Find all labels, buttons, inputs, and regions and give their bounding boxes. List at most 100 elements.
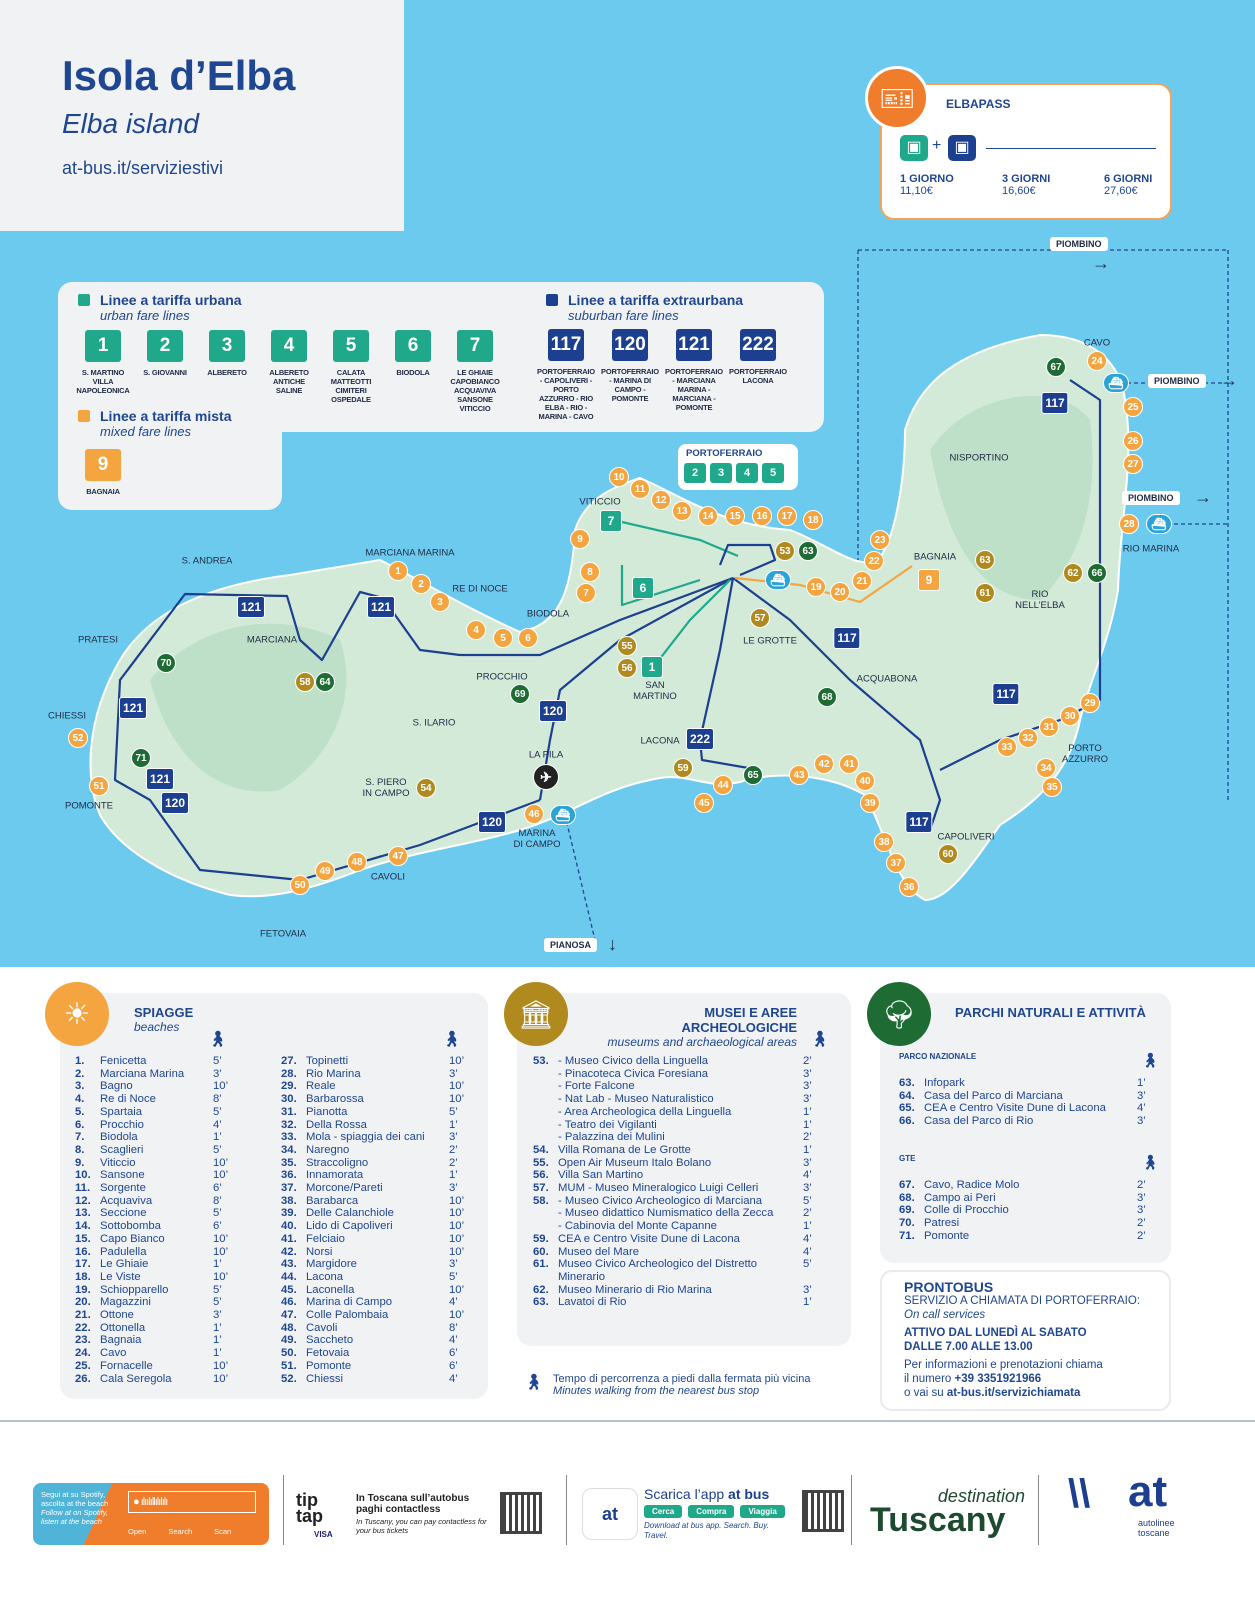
route-badge-121[interactable]: 121	[366, 596, 396, 618]
beach-marker[interactable]: 10	[609, 467, 629, 487]
beach-marker[interactable]: 1	[388, 561, 408, 581]
beach-marker[interactable]: 40	[855, 771, 875, 791]
compra-button[interactable]: Compra	[688, 1505, 735, 1518]
portoferraio-line-2[interactable]: 2	[684, 463, 706, 483]
line-badge-117[interactable]: 117	[548, 329, 584, 361]
beach-marker[interactable]: 21	[852, 571, 872, 591]
viaggia-button[interactable]: Viaggia	[740, 1505, 785, 1518]
beach-marker[interactable]: 25	[1123, 397, 1143, 417]
beach-marker[interactable]: 2	[411, 574, 431, 594]
route-badge-7[interactable]: 7	[600, 510, 622, 532]
beach-marker[interactable]: 52	[68, 728, 88, 748]
route-badge-1[interactable]: 1	[641, 656, 663, 678]
beach-marker[interactable]: 27	[1123, 454, 1143, 474]
line-badge-4[interactable]: 4	[271, 330, 307, 362]
phone-number[interactable]: +39 3351921966	[954, 1373, 1042, 1385]
route-badge-120[interactable]: 120	[538, 700, 568, 722]
portoferraio-line-5[interactable]: 5	[762, 463, 784, 483]
line-badge-5[interactable]: 5	[333, 330, 369, 362]
museum-marker[interactable]: 59	[673, 758, 693, 778]
park-marker[interactable]: 66	[1087, 563, 1107, 583]
beach-marker[interactable]: 44	[713, 775, 733, 795]
park-marker[interactable]: 69	[510, 684, 530, 704]
beach-marker[interactable]: 35	[1042, 777, 1062, 797]
line-badge-6[interactable]: 6	[395, 330, 431, 362]
beach-marker[interactable]: 3	[430, 592, 450, 612]
beach-marker[interactable]: 22	[864, 551, 884, 571]
beach-marker[interactable]: 48	[347, 852, 367, 872]
beach-marker[interactable]: 15	[725, 506, 745, 526]
beach-marker[interactable]: 17	[777, 506, 797, 526]
line-badge-9[interactable]: 9	[85, 449, 121, 481]
beach-marker[interactable]: 12	[651, 490, 671, 510]
beach-marker[interactable]: 30	[1060, 706, 1080, 726]
route-badge-117[interactable]: 117	[905, 811, 933, 833]
museum-marker[interactable]: 61	[975, 583, 995, 603]
beach-marker[interactable]: 31	[1039, 717, 1059, 737]
beach-marker[interactable]: 42	[814, 754, 834, 774]
website-link[interactable]: at-bus.it/serviziestivi	[62, 158, 224, 178]
beach-marker[interactable]: 5	[493, 628, 513, 648]
route-badge-117[interactable]: 117	[992, 683, 1020, 705]
museum-marker[interactable]: 53	[775, 541, 795, 561]
portoferraio-line-4[interactable]: 4	[736, 463, 758, 483]
beach-marker[interactable]: 50	[290, 875, 310, 895]
beach-marker[interactable]: 20	[830, 582, 850, 602]
museum-marker[interactable]: 57	[750, 608, 770, 628]
tiptap-qr-code[interactable]	[500, 1492, 542, 1534]
museum-marker[interactable]: 63	[975, 550, 995, 570]
beach-marker[interactable]: 8	[580, 562, 600, 582]
beach-marker[interactable]: 13	[672, 501, 692, 521]
line-badge-2[interactable]: 2	[147, 330, 183, 362]
beach-marker[interactable]: 16	[752, 506, 772, 526]
beach-marker[interactable]: 51	[89, 776, 109, 796]
route-badge-117[interactable]: 117	[1041, 392, 1069, 414]
park-marker[interactable]: 68	[817, 687, 837, 707]
beach-marker[interactable]: 29	[1080, 693, 1100, 713]
beach-marker[interactable]: 28	[1119, 514, 1139, 534]
beach-marker[interactable]: 38	[874, 832, 894, 852]
line-badge-121[interactable]: 121	[676, 329, 712, 361]
beach-marker[interactable]: 32	[1018, 728, 1038, 748]
route-badge-121[interactable]: 121	[145, 768, 175, 790]
route-badge-6[interactable]: 6	[632, 577, 654, 599]
beach-marker[interactable]: 46	[524, 804, 544, 824]
park-marker[interactable]: 65	[743, 765, 763, 785]
beach-marker[interactable]: 11	[630, 479, 650, 499]
beach-marker[interactable]: 9	[570, 529, 590, 549]
route-badge-120[interactable]: 120	[160, 792, 190, 814]
beach-marker[interactable]: 43	[789, 765, 809, 785]
beach-marker[interactable]: 7	[576, 583, 596, 603]
route-badge-117[interactable]: 117	[833, 627, 861, 649]
beach-marker[interactable]: 45	[694, 793, 714, 813]
beach-marker[interactable]: 18	[803, 510, 823, 530]
park-marker[interactable]: 63	[798, 541, 818, 561]
route-badge-121[interactable]: 121	[118, 697, 148, 719]
beach-marker[interactable]: 41	[839, 754, 859, 774]
beach-marker[interactable]: 6	[518, 628, 538, 648]
cerca-button[interactable]: Cerca	[644, 1505, 683, 1518]
beach-marker[interactable]: 14	[698, 506, 718, 526]
beach-marker[interactable]: 23	[870, 530, 890, 550]
park-marker[interactable]: 71	[131, 748, 151, 768]
app-qr-code[interactable]	[802, 1490, 844, 1532]
prontobus-link[interactable]: at-bus.it/servizichiamata	[946, 1387, 1081, 1399]
beach-marker[interactable]: 39	[860, 793, 880, 813]
route-badge-9[interactable]: 9	[918, 569, 940, 591]
portoferraio-line-3[interactable]: 3	[710, 463, 732, 483]
beach-marker[interactable]: 4	[466, 620, 486, 640]
beach-marker[interactable]: 47	[388, 846, 408, 866]
route-badge-121[interactable]: 121	[236, 596, 266, 618]
line-badge-1[interactable]: 1	[85, 330, 121, 362]
museum-marker[interactable]: 55	[617, 636, 637, 656]
line-badge-120[interactable]: 120	[612, 329, 648, 361]
museum-marker[interactable]: 60	[938, 844, 958, 864]
beach-marker[interactable]: 36	[899, 877, 919, 897]
line-badge-7[interactable]: 7	[457, 330, 493, 362]
park-marker[interactable]: 64	[315, 672, 335, 692]
line-badge-222[interactable]: 222	[740, 329, 776, 361]
beach-marker[interactable]: 26	[1123, 431, 1143, 451]
museum-marker[interactable]: 56	[617, 658, 637, 678]
line-badge-3[interactable]: 3	[209, 330, 245, 362]
beach-marker[interactable]: 37	[886, 853, 906, 873]
